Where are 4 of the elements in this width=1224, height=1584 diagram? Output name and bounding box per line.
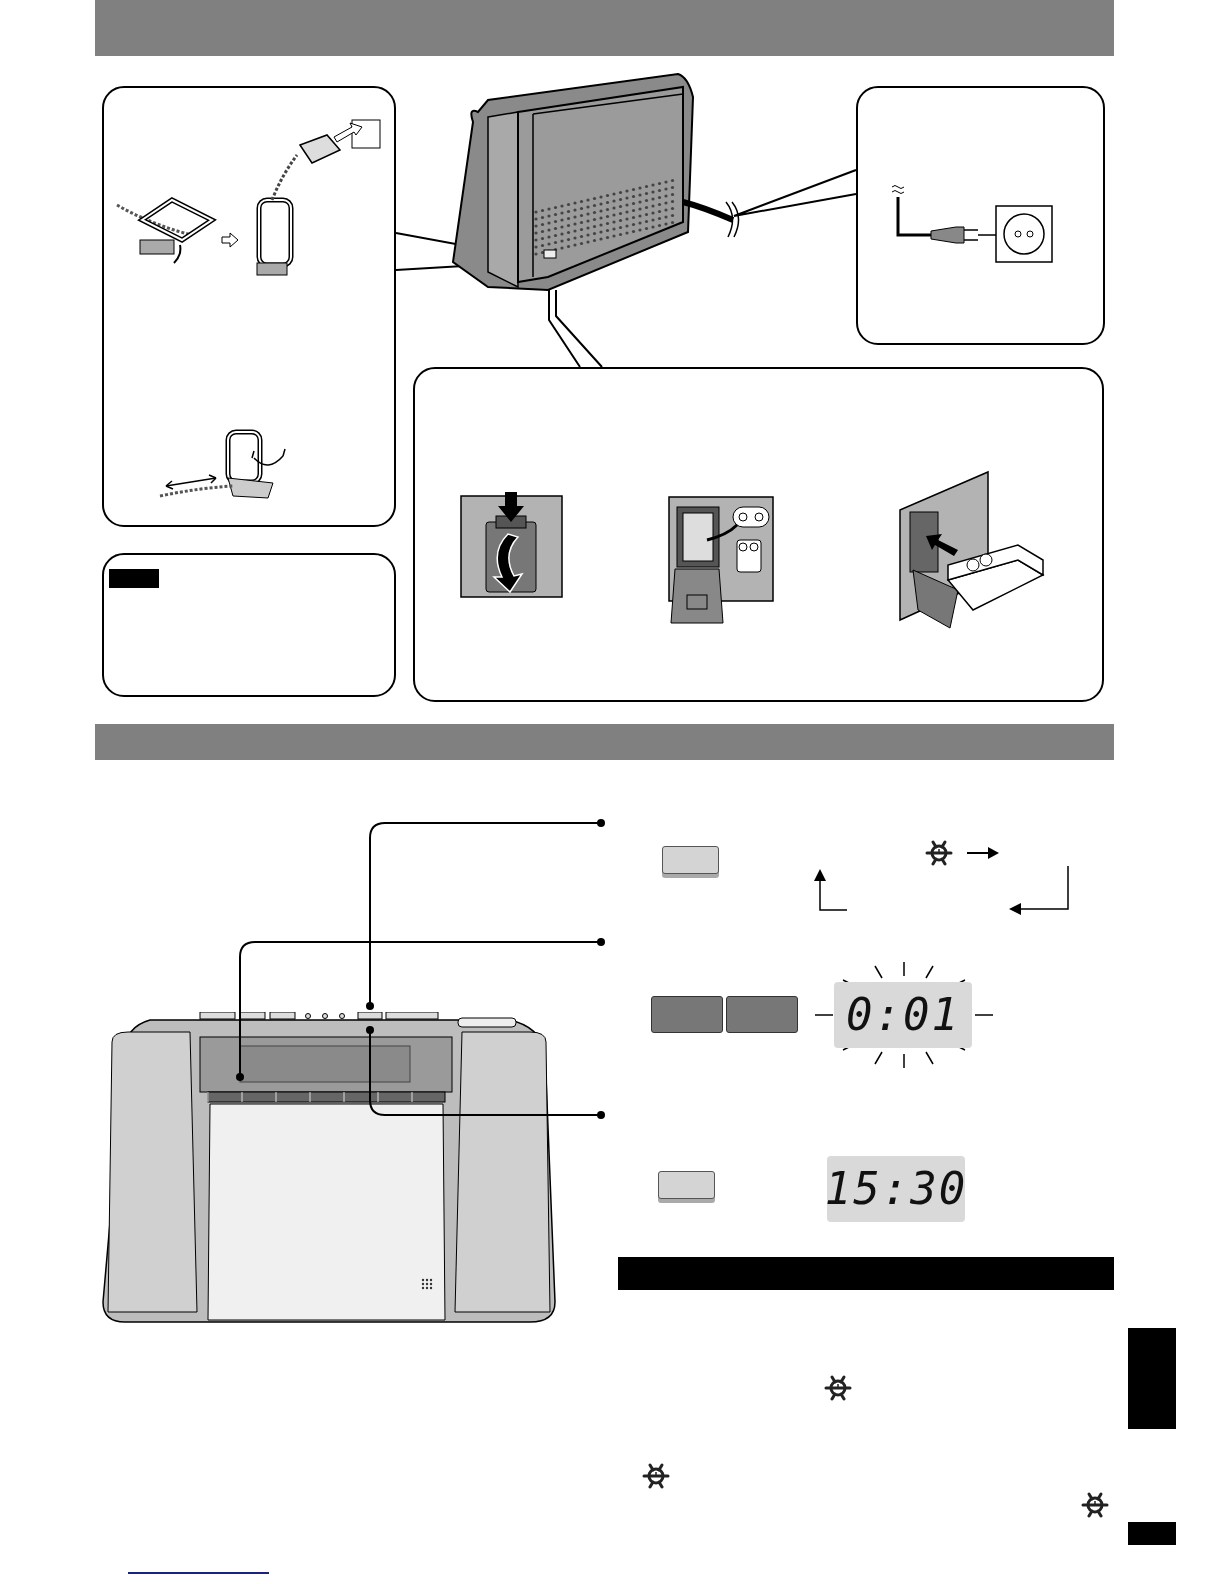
heading-bar (618, 1257, 1114, 1290)
side-tab (1128, 1328, 1176, 1429)
display-readout: 0:01 (846, 993, 960, 1037)
display-readout: 15:30 (824, 1167, 968, 1211)
